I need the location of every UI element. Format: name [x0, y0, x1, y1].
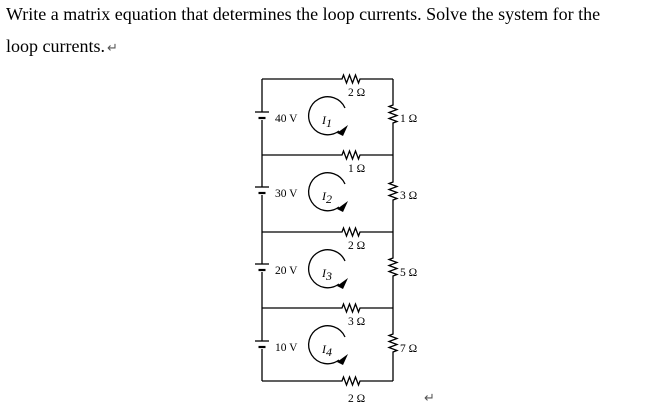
right-wire	[387, 79, 399, 381]
resistor-label-bottom: 2 Ω	[348, 393, 365, 405]
resistor-label-rung-2: 2 Ω	[348, 240, 365, 252]
right-resistor-label-4: 7 Ω	[400, 343, 417, 355]
arrowhead-2-icon	[337, 201, 348, 212]
current-label-4: I4	[321, 342, 332, 359]
bottom-wire	[262, 375, 393, 387]
question-line-2-text: loop currents.	[6, 36, 105, 56]
source-label-10v: 10 V	[275, 342, 298, 354]
current-arrows	[308, 96, 346, 365]
arrowhead-1-icon	[337, 125, 348, 136]
right-resistor-4	[387, 308, 399, 381]
resistor-label-top: 2 Ω	[348, 87, 365, 99]
right-resistor-3	[387, 232, 399, 308]
right-resistor-2	[387, 155, 399, 232]
battery-20v-icon	[255, 263, 269, 272]
loop-arrow-4-icon	[308, 325, 346, 365]
loop-arrow-3-icon	[308, 249, 346, 289]
resistor-label-rung-3: 3 Ω	[348, 316, 365, 328]
current-label-1: I1	[321, 113, 332, 130]
right-resistor-1	[387, 79, 399, 155]
battery-30v-icon	[255, 186, 269, 195]
right-resistor-label-1: 1 Ω	[400, 113, 417, 125]
current-label-3: I3	[321, 266, 332, 283]
battery-40v-icon	[255, 111, 269, 120]
right-resistor-label-2: 3 Ω	[400, 190, 417, 202]
rung-2-wire	[262, 226, 393, 238]
paragraph-mark-end-icon: ↵	[424, 391, 435, 406]
source-label-20v: 20 V	[275, 265, 298, 277]
top-wire	[262, 73, 393, 85]
right-resistor-label-3: 5 Ω	[400, 267, 417, 279]
rung-3-wire	[262, 302, 393, 314]
source-label-30v: 30 V	[275, 188, 298, 200]
battery-10v-icon	[255, 340, 269, 349]
paragraph-mark-icon: ↵	[106, 41, 118, 56]
loop-arrow-2-icon	[308, 172, 346, 212]
resistor-label-rung-1: 1 Ω	[348, 163, 365, 175]
rung-1-wire	[262, 149, 393, 161]
question-line-1: Write a matrix equation that determines …	[6, 4, 601, 24]
arrowhead-4-icon	[337, 354, 348, 365]
arrowhead-3-icon	[337, 278, 348, 289]
source-label-40v: 40 V	[275, 113, 298, 125]
horizontal-wires	[262, 73, 393, 387]
loop-arrow-1-icon	[308, 96, 346, 136]
question-line-2: loop currents.↵	[6, 35, 118, 60]
arrowheads	[337, 125, 348, 365]
current-label-2: I2	[321, 189, 332, 206]
